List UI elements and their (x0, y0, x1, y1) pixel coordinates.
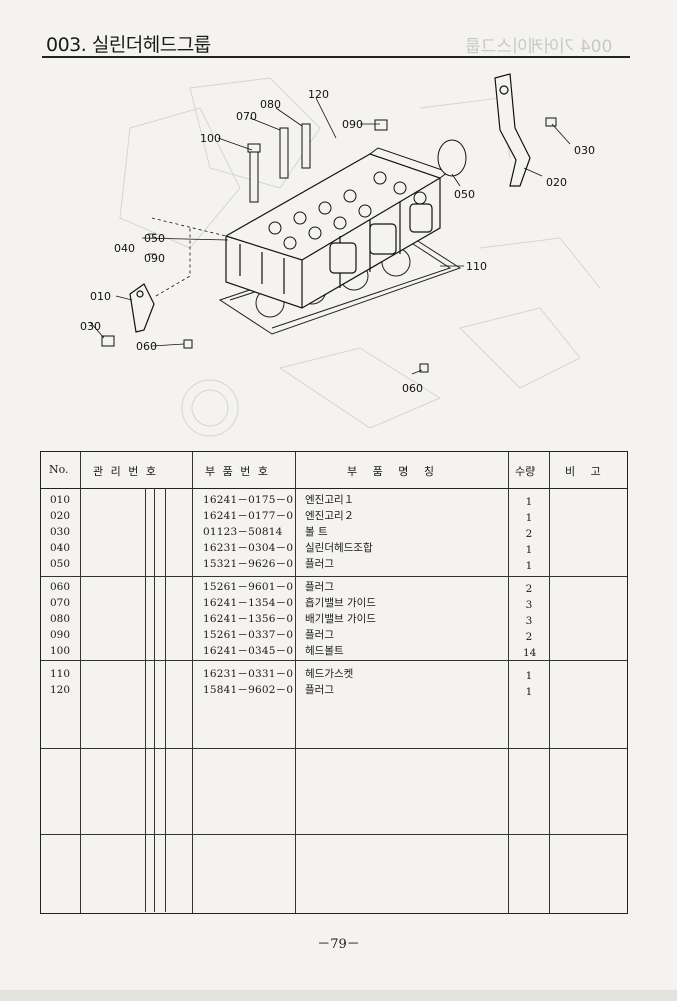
col-part-no: 부 품 번 호 (205, 465, 270, 478)
row-name: 플러그 (305, 581, 334, 593)
callout-110: 110 (466, 260, 487, 273)
row-no: 110 (50, 668, 71, 680)
row-part-no: 15841－9602－0 (203, 684, 294, 696)
col-name: 부 품 명 칭 (347, 465, 440, 478)
row-qty: 3 (525, 599, 533, 611)
row-no: 010 (50, 494, 71, 506)
callout-090: 090 (342, 118, 363, 131)
row-part-no: 15261－0337－0 (203, 629, 294, 641)
row-part-no: 16241－1356－0 (203, 613, 294, 625)
row-qty: 1 (525, 512, 533, 524)
col-qty: 수량 (515, 465, 536, 478)
callout-090-sub: 090 (144, 252, 165, 265)
callout-070: 070 (236, 110, 257, 123)
row-name: 배기밸브 가이드 (305, 613, 376, 625)
title-rule (42, 56, 630, 58)
row-no: 120 (50, 684, 71, 696)
callout-120: 120 (308, 88, 329, 101)
row-qty: 1 (525, 560, 533, 572)
row-name: 흡기밸브 가이드 (305, 597, 376, 609)
row-name: 볼 트 (305, 526, 328, 538)
row-name: 플러그 (305, 684, 334, 696)
callout-010: 010 (90, 290, 111, 303)
callout-100: 100 (200, 132, 221, 145)
row-no: 070 (50, 597, 71, 609)
callout-020: 020 (546, 176, 567, 189)
callout-030-left: 030 (80, 320, 101, 333)
row-name: 헤드가스켓 (305, 668, 354, 680)
row-name: 엔진고리１ (305, 494, 355, 506)
row-qty: 2 (525, 631, 533, 643)
row-name: 플러그 (305, 558, 334, 570)
row-no: 020 (50, 510, 71, 522)
callout-050: 050 (454, 188, 475, 201)
row-qty: 2 (525, 583, 533, 595)
scan-edge (0, 990, 677, 1001)
row-part-no: 15321－9626－0 (203, 558, 294, 570)
row-no: 080 (50, 613, 71, 625)
page-title: 003. 실린더헤드그룹 (46, 34, 211, 56)
row-qty: 14 (523, 647, 537, 659)
bleed-through-title: 004 기어케이스그룹 (465, 37, 613, 57)
row-no: 050 (50, 558, 71, 570)
row-name: 헤드볼트 (305, 645, 344, 657)
row-part-no: 16241－0345－0 (203, 645, 294, 657)
col-remarks: 비 고 (565, 465, 607, 478)
row-part-no: 15261－9601－0 (203, 581, 294, 593)
row-part-no: 16231－0304－0 (203, 542, 294, 554)
row-qty: 1 (525, 496, 533, 508)
row-part-no: 16241－0177－0 (203, 510, 294, 522)
row-no: 090 (50, 629, 71, 641)
row-qty: 3 (525, 615, 533, 627)
col-mgmt: 관 리 번 호 (93, 465, 158, 478)
row-part-no: 16241－0175－0 (203, 494, 294, 506)
row-qty: 1 (525, 670, 533, 682)
row-no: 040 (50, 542, 71, 554)
parts-table: No. 관 리 번 호 부 품 번 호 부 품 명 칭 수량 비 고 010 1… (40, 451, 628, 914)
callout-030-right: 030 (574, 144, 595, 157)
row-name: 플러그 (305, 629, 334, 641)
row-no: 030 (50, 526, 71, 538)
callout-060-left: 060 (136, 340, 157, 353)
row-qty: 1 (525, 544, 533, 556)
callout-050-sub: 050 (144, 232, 165, 245)
row-no: 100 (50, 645, 71, 657)
callout-060-bottom: 060 (402, 382, 423, 395)
row-name: 엔진고리２ (305, 510, 355, 522)
row-no: 060 (50, 581, 71, 593)
row-part-no: 16231－0331－0 (203, 668, 294, 680)
table-header: No. 관 리 번 호 부 품 번 호 부 품 명 칭 수량 비 고 (41, 452, 627, 489)
page-number: －79－ (317, 937, 360, 952)
row-part-no: 16241－1354－0 (203, 597, 294, 609)
exploded-parts-diagram: 120 080 070 100 090 030 050 020 040 050 … (80, 73, 601, 437)
callout-040: 040 (114, 242, 135, 255)
row-qty: 2 (525, 528, 533, 540)
row-qty: 1 (525, 686, 533, 698)
row-part-no: 01123－50814 (203, 526, 283, 538)
row-name: 실린더헤드조합 (305, 542, 373, 554)
col-no: No. (49, 463, 69, 476)
callout-080: 080 (260, 98, 281, 111)
